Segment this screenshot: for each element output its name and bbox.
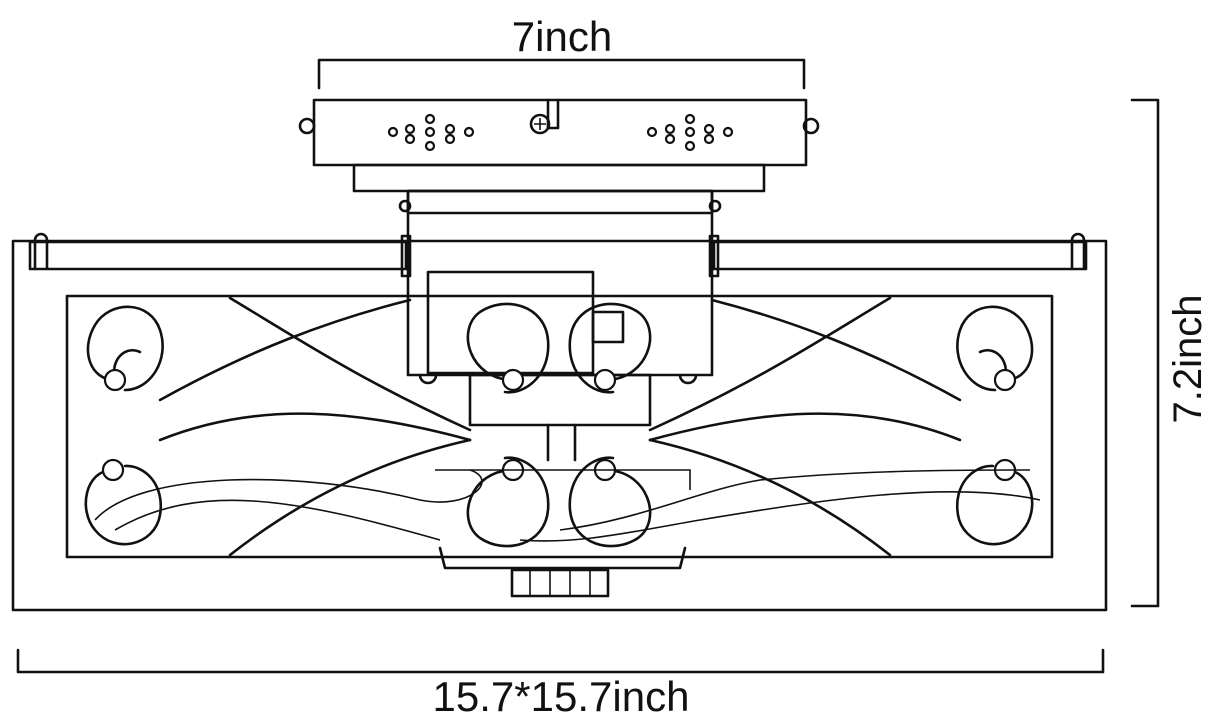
bulb-socket xyxy=(438,423,687,598)
cross-bar xyxy=(28,232,1088,271)
decorative-panel xyxy=(65,294,1054,559)
ceiling-canopy xyxy=(298,98,820,193)
vent-holes-left xyxy=(387,113,475,152)
top-dimension-line xyxy=(317,58,806,90)
vent-holes-right xyxy=(646,113,734,152)
height-label: 7.2inch xyxy=(1166,294,1210,424)
top-width-label: 7inch xyxy=(511,13,613,60)
center-housing xyxy=(398,189,722,427)
width-dimension-line xyxy=(16,648,1105,674)
height-dimension-line xyxy=(1130,98,1160,608)
overall-size-label: 15.7*15.7inch xyxy=(432,673,690,720)
outer-frame xyxy=(11,239,1108,612)
